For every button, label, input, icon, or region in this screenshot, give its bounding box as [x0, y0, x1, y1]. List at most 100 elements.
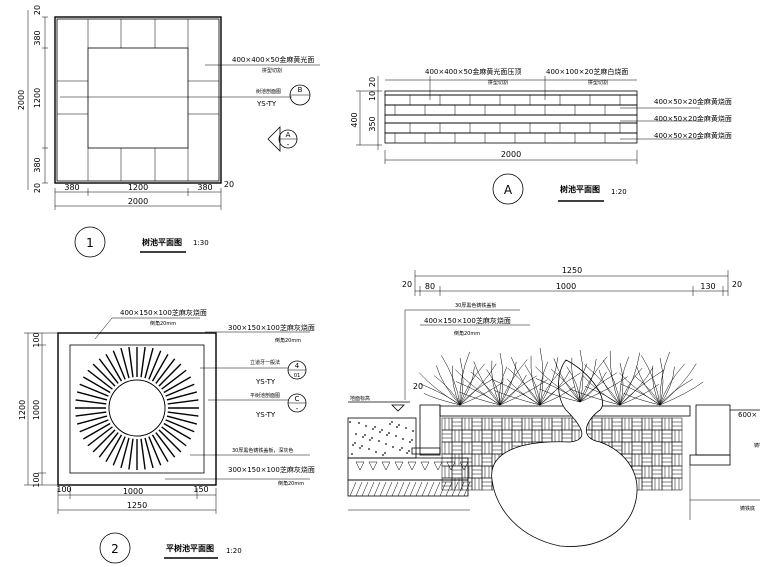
grass-blade — [441, 355, 461, 406]
dim-3-right: 130 — [700, 282, 715, 291]
weave-cell — [631, 441, 643, 455]
weave-cell — [471, 417, 483, 431]
drawing-1-tree-pool-plan: 380 1200 380 2000 20 20 380 1200 380 20 … — [17, 5, 320, 258]
aggregate-dot — [360, 444, 364, 448]
grate-slot — [148, 436, 162, 466]
weave-cell — [521, 429, 533, 443]
weave-cell — [461, 429, 473, 443]
aggregate-dot — [383, 451, 387, 455]
grass-blade — [539, 371, 570, 406]
hatch-line — [415, 481, 423, 497]
aggregate-dot — [351, 443, 355, 447]
grass-blade — [579, 376, 628, 403]
grass-blade — [598, 369, 621, 406]
weave-cell — [541, 429, 553, 443]
weave-cell — [491, 429, 503, 443]
drawing-a-scale: 1:20 — [611, 188, 627, 196]
aggregate-dot — [371, 427, 375, 431]
weave-cell — [671, 429, 683, 443]
weave-cell — [671, 465, 683, 479]
hatch-line — [373, 481, 381, 497]
grate-slot — [98, 432, 119, 458]
note-2-r1: 300×150×100芝麻灰烧面 — [228, 323, 315, 332]
aggregate-dot — [364, 424, 368, 428]
grass-blade — [494, 390, 541, 406]
dim-left-edge-bottom: 20 — [33, 183, 42, 193]
grate-slot — [120, 347, 130, 379]
weave-cell — [511, 429, 523, 443]
hatch-line — [439, 481, 447, 497]
note-3-a: 400×150×100芝麻灰烧面 — [424, 316, 511, 325]
grass-blade — [459, 351, 470, 406]
weave-cell — [481, 465, 493, 479]
grass-blade — [579, 363, 588, 403]
grate-slot — [167, 411, 199, 417]
grate-slot — [128, 346, 134, 378]
grass-blade — [623, 393, 661, 406]
note-1-material: 400×400×50金麻黄光面 — [232, 55, 314, 64]
drawing-a-title: 树池平面图 — [560, 184, 600, 194]
aggregate-dot — [391, 445, 395, 449]
grass-blade — [539, 372, 560, 406]
weave-cell — [671, 417, 683, 431]
weave-cell — [541, 417, 553, 431]
grass-blade — [571, 357, 581, 403]
grate-slot — [161, 369, 187, 390]
grass-blade — [499, 359, 528, 406]
weave-cell — [661, 441, 673, 455]
dim-2-bottom-total: 1250 — [127, 501, 147, 510]
aggregate-dot — [370, 436, 374, 440]
grate-slot — [155, 432, 176, 458]
dim-a-total: 2000 — [501, 150, 521, 159]
aggregate-dot — [367, 447, 371, 451]
grass-blade — [510, 356, 541, 406]
note-2-top: 400×150×100芝麻灰烧面 — [120, 308, 207, 317]
aggregate-dot — [397, 423, 401, 427]
aggregate-dot — [381, 453, 385, 457]
grate-slot — [140, 438, 146, 470]
grate-slot — [105, 353, 123, 382]
dim-left-edge-top: 20 — [33, 5, 42, 15]
note-1-section: 树池剖面图 — [256, 88, 281, 95]
weave-cell — [491, 441, 503, 455]
note-3-ground: 地面标高 — [350, 395, 370, 402]
grate-slot — [165, 383, 195, 397]
hatch-line — [385, 481, 393, 497]
weave-cell — [651, 441, 663, 455]
aggregate-dot — [357, 421, 361, 425]
grate-slot — [144, 437, 154, 469]
hatch-line — [457, 481, 465, 497]
grate-slot — [112, 436, 126, 466]
aggregate-dot — [373, 425, 377, 429]
grate-slot — [98, 358, 119, 384]
weave-cell — [441, 453, 453, 467]
aggregate-dot — [368, 438, 372, 442]
aggregate-dot — [401, 437, 405, 441]
grass-blade — [491, 360, 501, 406]
plants — [419, 347, 704, 406]
drawing-1-title: 树池平面图 — [142, 237, 182, 247]
grass-blade — [530, 355, 541, 406]
note-a-coping-cut: 拼型切割 — [488, 79, 508, 86]
ref-b-code: YS-TY — [256, 100, 277, 108]
gravel-mark — [420, 461, 430, 471]
dim-bottom-mid: 1200 — [128, 183, 148, 192]
weave-cell — [511, 417, 523, 431]
grass-blade — [452, 365, 461, 406]
aggregate-dot — [405, 451, 409, 455]
grate-slot — [92, 363, 116, 387]
grate-slot — [92, 429, 116, 453]
aggregate-dot — [390, 420, 394, 424]
grass-blade — [459, 381, 504, 406]
aggregate-dot — [363, 433, 367, 437]
gravel-mark — [355, 461, 365, 471]
drawing-a-letter: A — [504, 183, 513, 197]
aggregate-dot — [348, 420, 352, 424]
grate-slot — [163, 376, 192, 394]
note-a-layer-1: 400×50×20金麻黄烧面 — [654, 97, 732, 106]
weave-cell — [641, 477, 653, 491]
drawing-1-number: 1 — [86, 236, 94, 250]
dim-2-bottom-left: 100 — [56, 485, 71, 494]
grass-blade — [459, 363, 485, 406]
grate-slot — [87, 426, 113, 447]
